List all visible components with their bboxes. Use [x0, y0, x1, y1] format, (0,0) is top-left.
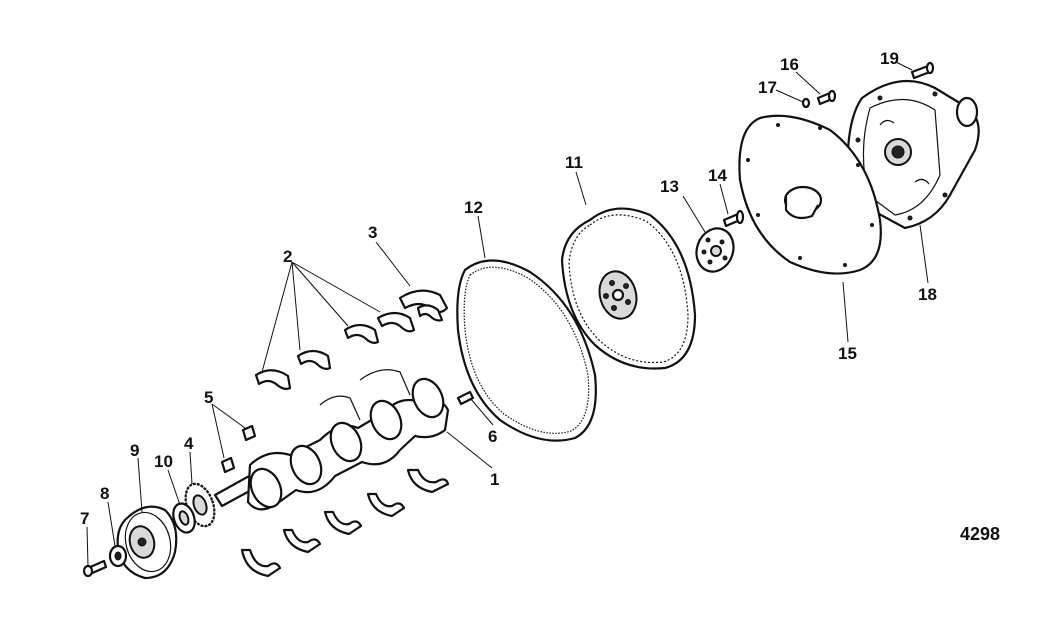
part-7-bolt: [82, 559, 108, 578]
callout-14: 14: [708, 166, 727, 185]
callout-5: 5: [204, 388, 213, 407]
part-16-screw: [816, 89, 837, 106]
part-3-thrust-bearing: [398, 289, 449, 322]
part-9-damper: [116, 505, 178, 580]
callout-12: 12: [464, 198, 483, 217]
part-2-bearing-shells-lower: [240, 468, 450, 578]
callout-11: 11: [565, 153, 583, 172]
leader-lines: [86, 61, 929, 567]
callout-4: 4: [184, 434, 194, 453]
part-6-dowel: [456, 390, 475, 406]
callout-6: 6: [488, 427, 497, 446]
callout-16: 16: [780, 55, 799, 74]
part-19-bolt: [910, 61, 935, 80]
callout-13: 13: [660, 177, 679, 196]
callout-labels: 1 2 3 4 5 6 7 8 9 10 11 12 13 14 15 16 1…: [80, 49, 937, 528]
part-14-bolt: [722, 209, 745, 228]
part-15-flexplate: [738, 114, 882, 275]
part-8-washer: [108, 544, 128, 568]
callout-10: 10: [154, 452, 173, 471]
part-5-keys: [220, 424, 257, 474]
part-12-ring-gear: [456, 259, 597, 442]
callout-9: 9: [130, 441, 139, 460]
callout-3: 3: [368, 223, 377, 242]
part-10-spacer: [172, 502, 196, 534]
part-13-spacer: [695, 227, 735, 273]
callout-18: 18: [918, 285, 937, 304]
part-1-crankshaft: [213, 369, 450, 511]
callout-2: 2: [283, 247, 292, 266]
callout-8: 8: [100, 484, 109, 503]
callout-19: 19: [880, 49, 899, 68]
reference-number: 4298: [960, 524, 1000, 544]
part-2-bearing-shells-upper: [254, 311, 416, 390]
callout-1: 1: [490, 470, 499, 489]
callout-15: 15: [838, 344, 857, 363]
callout-17: 17: [758, 78, 777, 97]
part-11-flywheel: [560, 207, 697, 370]
callout-7: 7: [80, 509, 89, 528]
part-17-washer: [801, 97, 811, 109]
